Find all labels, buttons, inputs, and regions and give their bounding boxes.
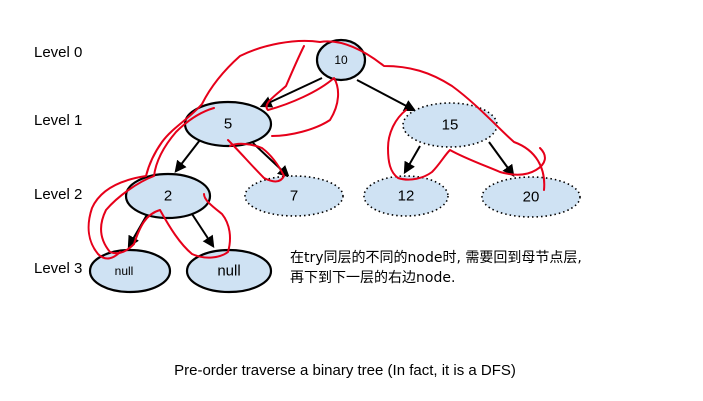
node-10 bbox=[315, 38, 367, 82]
node-null-left-label: null bbox=[115, 264, 134, 278]
node-15-label: 15 bbox=[442, 117, 459, 134]
tree-edges bbox=[127, 77, 515, 249]
node-2 bbox=[124, 172, 212, 220]
traversal-path-to-7 bbox=[227, 139, 285, 183]
level-label-2: Level 2 bbox=[34, 186, 82, 203]
traversal-path-loop-10 bbox=[265, 45, 340, 137]
level-label-1: Level 1 bbox=[34, 112, 82, 129]
node-20-label: 20 bbox=[523, 189, 540, 206]
traversal-path-inner-left bbox=[100, 107, 231, 259]
tree-nodes: 10 5 15 2 7 12 20 null null bbox=[88, 38, 581, 294]
traversal-path bbox=[87, 39, 546, 260]
node-5-label: 5 bbox=[224, 116, 232, 133]
node-7-label: 7 bbox=[290, 188, 298, 205]
node-null-left bbox=[88, 248, 172, 294]
node-10-label: 10 bbox=[334, 53, 348, 67]
level-label-0: Level 0 bbox=[34, 44, 82, 61]
traversal-path-right bbox=[387, 109, 546, 181]
edge-10-15 bbox=[356, 79, 417, 112]
edge-15-20 bbox=[488, 141, 515, 177]
traversal-path-outer bbox=[87, 39, 546, 260]
edge-2-null-left bbox=[127, 212, 149, 249]
edge-15-12 bbox=[403, 145, 421, 175]
edge-2-null-right bbox=[191, 213, 215, 249]
edge-5-2 bbox=[174, 139, 201, 173]
node-null-right-label: null bbox=[217, 263, 240, 280]
note-line-1: 在try同层的不同的node时, 需要回到母节点层, bbox=[290, 250, 582, 266]
note-line-2: 再下到下一层的右边node. bbox=[290, 270, 455, 286]
node-12 bbox=[363, 175, 449, 217]
node-20 bbox=[481, 176, 581, 218]
node-7 bbox=[244, 175, 344, 217]
level-label-3: Level 3 bbox=[34, 260, 82, 277]
node-12-label: 12 bbox=[398, 188, 415, 205]
node-2-label: 2 bbox=[164, 188, 172, 205]
edge-10-5 bbox=[259, 77, 323, 108]
diagram-caption: Pre-order traverse a binary tree (In fac… bbox=[174, 362, 516, 379]
